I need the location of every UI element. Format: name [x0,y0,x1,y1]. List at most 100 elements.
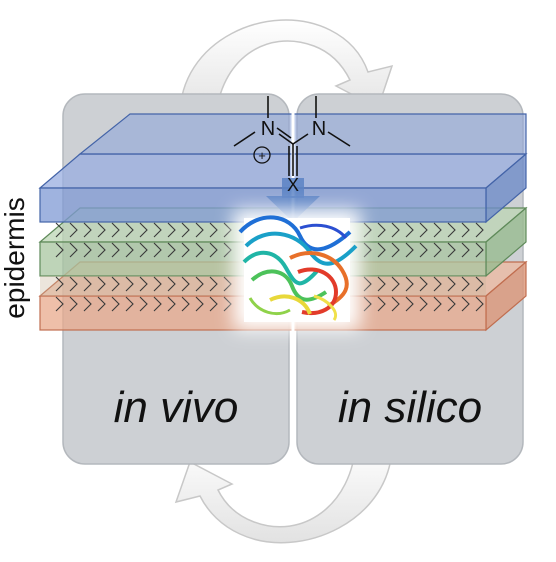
atom-n-right: N [312,118,326,140]
lipid-chevron [97,276,106,292]
lipid-chevron [223,276,232,292]
lipid-chevron [83,276,92,292]
lipid-chevron [377,222,386,238]
lipid-chevron [55,276,64,292]
epidermis-label: epidermis [0,197,30,318]
lipid-chevron [181,276,190,292]
lipid-chevron [139,276,148,292]
lipid-chevron [139,296,148,312]
lipid-chevron [461,276,470,292]
lipid-chevron [391,296,400,312]
lipid-chevron [419,296,428,312]
lipid-chevron [195,222,204,238]
lipid-chevron [125,276,134,292]
lipid-chevron [223,296,232,312]
cycle-arrow-top-icon [179,19,394,119]
lipid-chevron [419,242,428,258]
lipid-chevron [153,296,162,312]
atom-n-left: N [261,118,275,140]
lipid-chevron [377,242,386,258]
lipid-chevron [195,296,204,312]
lipid-chevron [167,222,176,238]
lipid-chevron [83,296,92,312]
lipid-chevron [405,242,414,258]
lipid-chevron [55,296,64,312]
lipid-chevron [209,296,218,312]
lipid-chevron [55,222,64,238]
atom-x: X [287,175,299,195]
lipid-chevron [419,276,428,292]
lipid-chevron [391,222,400,238]
lipid-chevron [363,276,372,292]
lipid-chevron [209,222,218,238]
protein-structure-icon [234,210,360,330]
lipid-chevron [153,222,162,238]
charge-circle-icon [253,146,271,164]
lipid-chevron [69,296,78,312]
lipid-chevron [363,242,372,258]
lipid-chevron [111,222,120,238]
lipid-chevron [475,222,484,238]
lipid-chevron [69,222,78,238]
lipid-chevron [223,242,232,258]
lipid-chevron [125,242,134,258]
lipid-chevron [111,242,120,258]
lipid-chevron-marks [55,222,484,312]
lipid-chevron [461,222,470,238]
lipid-chevron [111,296,120,312]
lipid-chevron [391,242,400,258]
lipid-chevron [223,222,232,238]
lipid-chevron [83,222,92,238]
lipid-chevron [181,242,190,258]
lipid-chevron [447,276,456,292]
penetration-arrow-icon [266,178,320,222]
lipid-chevron [167,296,176,312]
lipid-chevron [153,242,162,258]
charge-sign: + [258,148,266,163]
layer-top-blue-plate [78,113,527,155]
lipid-chevron [209,276,218,292]
lipid-chevron [69,276,78,292]
lipid-chevron [391,276,400,292]
in-silico-label: in silico [338,383,482,432]
lipid-chevron [419,222,428,238]
lipid-chevron [433,242,442,258]
lipid-chevron [167,242,176,258]
lipid-chevron [111,276,120,292]
lipid-chevron [475,276,484,292]
lipid-chevron [125,296,134,312]
in-vivo-label: in vivo [114,383,239,432]
lipid-chevron [461,242,470,258]
lipid-chevron [447,222,456,238]
lipid-chevron [405,276,414,292]
lipid-chevron [377,276,386,292]
lipid-chevron [139,242,148,258]
lipid-chevron [405,222,414,238]
lipid-chevron [447,296,456,312]
lipid-chevron [69,242,78,258]
lipid-chevron [181,222,190,238]
lipid-chevron [97,296,106,312]
lipid-chevron [209,242,218,258]
lipid-chevron [181,296,190,312]
lipid-chevron [97,242,106,258]
lipid-chevron [139,222,148,238]
lipid-chevron [363,296,372,312]
lipid-chevron [195,242,204,258]
lipid-chevron [433,296,442,312]
lipid-chevron [447,242,456,258]
lipid-chevron [433,276,442,292]
lipid-chevron [167,276,176,292]
lipid-chevron [55,242,64,258]
lipid-chevron [405,296,414,312]
lipid-chevron [153,276,162,292]
lipid-chevron [125,222,134,238]
lipid-chevron [363,222,372,238]
lipid-chevron [195,276,204,292]
lipid-chevron [83,242,92,258]
molecule-structure [233,96,351,176]
lipid-chevron [97,222,106,238]
lipid-chevron [475,242,484,258]
lipid-chevron [475,296,484,312]
